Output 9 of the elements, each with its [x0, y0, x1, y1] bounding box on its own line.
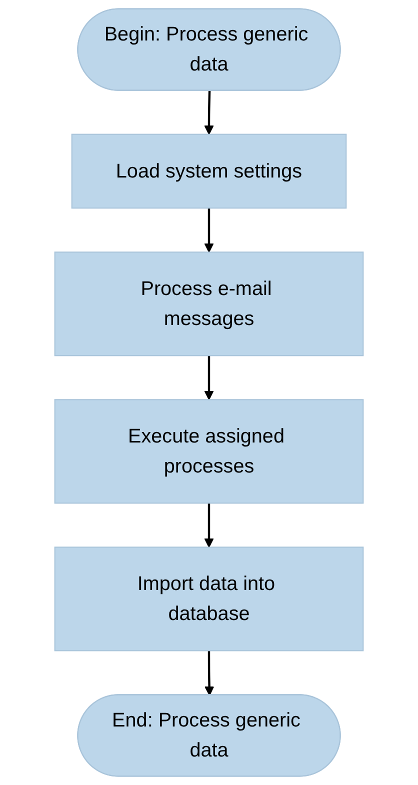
arrow — [204, 208, 214, 253]
arrow — [204, 90, 214, 135]
arrow — [204, 503, 214, 548]
node-box — [54, 546, 364, 652]
arrow — [204, 650, 214, 696]
node-box — [54, 252, 364, 356]
node-box — [71, 134, 347, 209]
arrow — [204, 356, 214, 400]
node-box — [54, 399, 364, 504]
